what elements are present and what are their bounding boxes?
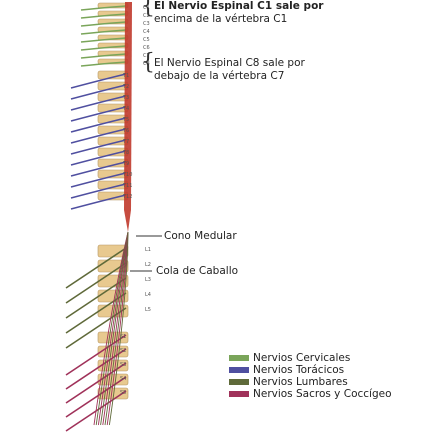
nerve-root-c1: [80, 5, 127, 11]
vertebral-level-labels: C1C2C3C4C5C6C7C8T1T2T3T4T5T6T7T8T9T10T11…: [120, 5, 151, 396]
nerve-root-t5: [70, 117, 127, 133]
nerve-root-s5: [65, 390, 127, 432]
legend-item-lumbar: Nervios Lumbares: [229, 376, 392, 388]
nerve-root-t11: [70, 183, 127, 199]
level-label-c5: C5: [143, 37, 150, 43]
nerve-root-t9: [70, 161, 127, 177]
nerve-root-t2: [70, 84, 127, 100]
nerve-root-l1: [65, 247, 127, 289]
nerve-root-c7: [80, 53, 127, 59]
level-label-l3: L3: [145, 277, 151, 283]
legend-label-sacral: Nervios Sacros y Coccígeo: [253, 388, 392, 400]
level-label-t4: T4: [122, 106, 129, 112]
cauda-equina-strand: [104, 231, 129, 426]
level-label-t9: T9: [122, 161, 129, 167]
level-label-l2: L2: [145, 262, 151, 268]
cauda-equina-strand: [106, 231, 129, 426]
nerve-root-t1: [70, 73, 127, 89]
level-label-c3: C3: [143, 21, 150, 27]
nerve-root-t7: [70, 139, 127, 155]
level-label-l4: L4: [145, 292, 151, 298]
legend: Nervios Cervicales Nervios Torácicos Ner…: [229, 352, 392, 400]
nerve-root-t12: [70, 194, 127, 210]
legend-swatch-lumbar: [229, 379, 249, 385]
nerve-root-c2: [80, 13, 127, 19]
annotation-pointers: [130, 235, 162, 272]
cauda-equina-strand: [102, 231, 129, 426]
nerve-root-c4: [80, 29, 127, 35]
nerve-root-s3: [65, 362, 127, 404]
nerve-root-c5: [80, 37, 127, 43]
level-label-t11: T11: [122, 183, 132, 189]
cola-de-caballo-label: Cola de Caballo: [156, 265, 239, 277]
c1-annotation-line2: encima de la vértebra C1: [154, 13, 288, 25]
nerve-root-t10: [70, 172, 127, 188]
nerve-root-c8: [80, 61, 127, 67]
level-label-c7: C7: [143, 53, 150, 59]
level-label-l5: L5: [145, 307, 151, 313]
level-label-s2: S2: [120, 348, 126, 354]
cono-medular-label: Cono Medular: [164, 230, 237, 242]
level-label-s4: S4: [120, 376, 126, 382]
c8-annotation: El Nervio Espinal C8 sale por debajo de …: [154, 57, 305, 83]
legend-label-cervical: Nervios Cervicales: [253, 352, 351, 364]
level-label-t3: T3: [122, 95, 129, 101]
c8-annotation-line1: El Nervio Espinal C8 sale por: [154, 57, 305, 69]
level-label-c2: C2: [143, 13, 150, 19]
legend-item-thoracic: Nervios Torácicos: [229, 364, 392, 376]
nerve-root-t4: [70, 106, 127, 122]
nerve-root-t6: [70, 128, 127, 144]
level-label-s5: S5: [120, 390, 126, 396]
c1-brace: {: [141, 0, 155, 19]
nerve-root-t3: [70, 95, 127, 111]
c8-annotation-line2: debajo de la vértebra C7: [154, 70, 285, 82]
level-label-t8: T8: [122, 150, 129, 156]
level-label-l1: L1: [145, 247, 151, 253]
cauda-equina-strand: [95, 231, 129, 426]
c8-brace: {: [141, 50, 155, 75]
level-label-t1: T1: [122, 73, 129, 79]
c1-annotation: El Nervio Espinal C1 sale por encima de …: [154, 0, 323, 26]
legend-swatch-cervical: [229, 355, 249, 361]
level-label-t6: T6: [122, 128, 129, 134]
nerve-root-c3: [80, 21, 127, 27]
nerve-root-l5: [65, 307, 127, 349]
level-label-c1: C1: [143, 5, 150, 11]
level-label-c4: C4: [143, 29, 150, 35]
c1-annotation-line1: El Nervio Espinal C1 sale por: [154, 0, 324, 12]
legend-item-sacral: Nervios Sacros y Coccígeo: [229, 388, 392, 400]
level-label-t2: T2: [122, 84, 129, 90]
level-label-s1: S1: [120, 334, 126, 340]
level-label-t12: T12: [122, 194, 132, 200]
nerve-root-c6: [80, 45, 127, 51]
legend-label-lumbar: Nervios Lumbares: [253, 376, 348, 388]
level-label-t5: T5: [122, 117, 129, 123]
level-label-t10: T10: [122, 172, 132, 178]
level-label-c8: C8: [143, 61, 150, 67]
nerve-roots: [65, 5, 127, 432]
level-label-c6: C6: [143, 45, 150, 51]
nerve-root-t8: [70, 150, 127, 166]
cauda-equina-strand: [100, 231, 129, 426]
cauda-equina-strand: [93, 231, 129, 426]
level-label-s3: S3: [120, 362, 126, 368]
nerve-root-s2: [65, 348, 127, 390]
legend-swatch-thoracic: [229, 367, 249, 373]
legend-label-thoracic: Nervios Torácicos: [253, 364, 345, 376]
nerve-root-l4: [65, 292, 127, 334]
nerve-root-s1: [65, 334, 127, 376]
cauda-equina: [93, 231, 129, 426]
level-label-t7: T7: [122, 139, 129, 145]
cauda-equina-strand: [108, 231, 129, 426]
nerve-root-s4: [65, 376, 127, 418]
legend-item-cervical: Nervios Cervicales: [229, 352, 392, 364]
legend-swatch-sacral: [229, 391, 249, 397]
spinal-cord: [124, 2, 132, 232]
